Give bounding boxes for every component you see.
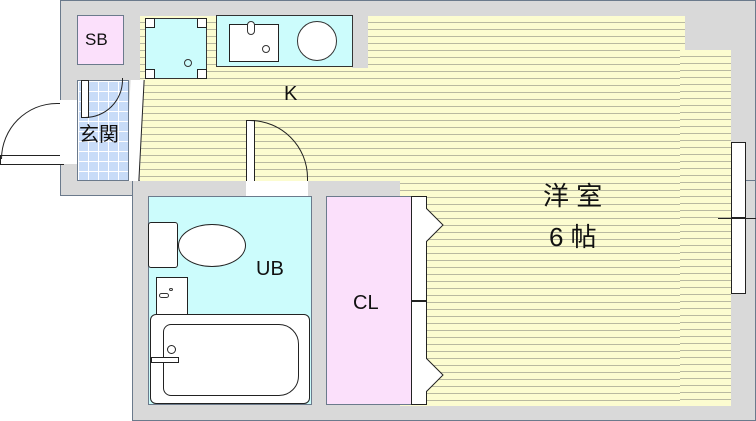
faucet-icon <box>247 21 255 35</box>
closet-door-upper[interactable] <box>411 196 427 301</box>
genkan-label: 玄関 <box>79 124 119 146</box>
window-lower <box>731 218 746 294</box>
closet-door-swing-icons <box>426 207 444 393</box>
bathtub-drain-icon <box>167 345 176 354</box>
front-door-opening <box>60 100 77 164</box>
western-room-floor-right <box>680 50 731 406</box>
washer-corner <box>145 18 155 28</box>
western-room-label: 洋 室 <box>543 181 603 211</box>
stove-burner <box>297 21 337 61</box>
unit-bath-label: UB <box>256 258 284 280</box>
drain-icon <box>262 45 270 53</box>
kitchen-label: K <box>284 83 298 105</box>
washer-corner <box>145 69 155 79</box>
bathtub-basin <box>163 324 299 396</box>
washer-corner <box>197 69 207 79</box>
faucet-icon <box>159 293 169 298</box>
western-room-size: 6 帖 <box>549 222 597 252</box>
toilet-bowl <box>178 224 246 267</box>
sink <box>229 21 279 62</box>
kitchen-wall-pillar <box>352 16 368 68</box>
window-upper <box>731 142 746 218</box>
closet-door-lower[interactable] <box>411 301 427 405</box>
drain-icon <box>169 288 173 291</box>
shoe-box-label: SB <box>85 30 108 49</box>
western-room-floor <box>400 16 685 406</box>
drain-icon <box>184 59 192 67</box>
window-divider <box>718 218 756 219</box>
washer-corner <box>197 18 207 28</box>
bathtub-faucet <box>151 357 179 363</box>
closet: CL <box>326 196 412 405</box>
toilet-tank <box>148 222 178 268</box>
washer-space <box>145 18 207 79</box>
bathtub <box>150 314 310 404</box>
front-door-swing[interactable] <box>1 103 63 159</box>
bath-door-opening <box>246 181 308 197</box>
shoe-box: SB <box>77 15 124 65</box>
closet-label: CL <box>353 292 379 314</box>
kitchen-counter <box>216 15 353 67</box>
